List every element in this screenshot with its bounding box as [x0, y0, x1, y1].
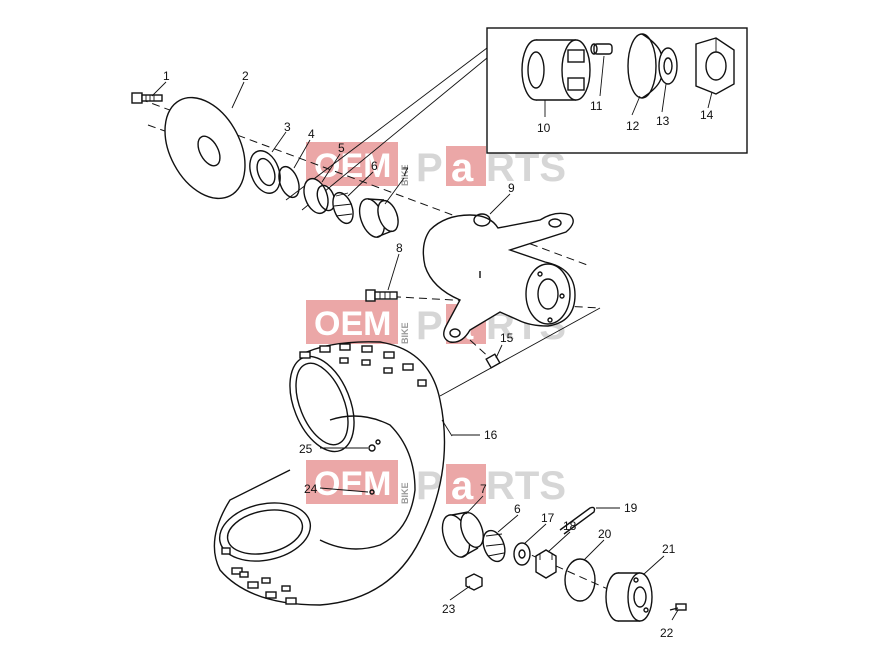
part-24-rim-hole: [369, 489, 375, 495]
watermark-a-text: a: [451, 464, 474, 508]
callout-8: 8: [396, 241, 403, 255]
watermark-a-text: a: [451, 146, 474, 190]
callout-21: 21: [662, 542, 676, 556]
callout-16: 16: [484, 428, 498, 442]
part-21-hub-cap: [605, 572, 653, 622]
callout-11: 11: [590, 99, 603, 113]
part-11-pin: [590, 43, 613, 55]
part-12-dust-cap: [627, 33, 663, 99]
callout-1: 1: [163, 69, 170, 83]
part-13-washer: [658, 47, 678, 85]
watermark-p-text: P: [416, 146, 443, 190]
part-7-race-lower: [441, 511, 484, 558]
callout-14: 14: [700, 108, 714, 122]
watermark-p-text: P: [416, 464, 443, 508]
part-7-race-upper: [358, 198, 399, 238]
callout-20: 20: [598, 527, 612, 541]
callout-labels: 1 2 3 4 5 6 7 8 9 10 11 12 13 14 15 16 2…: [163, 69, 714, 640]
part-20-o-ring: [564, 558, 596, 602]
part-2-brake-disc: [164, 96, 246, 200]
callout-12: 12: [626, 119, 640, 133]
callout-9: 9: [508, 181, 515, 195]
callout-15: 15: [500, 331, 514, 345]
callout-19: 19: [624, 501, 638, 515]
callout-2: 2: [242, 69, 249, 83]
part-17-washer: [513, 542, 531, 566]
callout-17: 17: [541, 511, 555, 525]
callout-4: 4: [308, 127, 315, 141]
callout-7-upper: 7: [402, 165, 409, 179]
part-8-bolt: [365, 289, 398, 302]
watermark-bottom: OEM BIKE P a RTS: [306, 460, 566, 508]
watermark-bike-text: BIKE: [400, 482, 410, 504]
callout-13: 13: [656, 114, 670, 128]
leader-lines: [151, 55, 713, 621]
watermark-bike-text: BIKE: [400, 322, 410, 344]
watermark-oem-text: OEM: [314, 147, 391, 185]
part-9-steering-knuckle: [422, 212, 576, 343]
watermark-oem-text: OEM: [314, 305, 391, 343]
callout-18: 18: [563, 519, 577, 533]
part-22-screw: [669, 603, 687, 611]
callout-23: 23: [442, 602, 456, 616]
part-4-snap-ring: [278, 165, 300, 199]
watermark-rts-text: RTS: [486, 464, 566, 508]
callout-22: 22: [660, 626, 674, 640]
callout-7-lower: 7: [480, 482, 487, 496]
part-6-bearing-lower: [482, 529, 506, 563]
part-18-castle-nut: [535, 549, 557, 579]
part-6-bearing-upper: [332, 191, 354, 225]
part-16-tire: [213, 341, 453, 606]
part-3-seal: [249, 150, 281, 194]
callout-10: 10: [537, 121, 551, 135]
watermark-oem-text: OEM: [314, 465, 391, 503]
watermark-top: OEM BIKE P a RTS: [306, 142, 566, 190]
tire-tread-lugs: [221, 343, 427, 605]
part-19-cotter-pin: [559, 506, 596, 535]
part-5-bearing-cone: [303, 177, 336, 215]
callout-6-lower: 6: [514, 502, 521, 516]
watermark-bike-text: BIKE: [400, 164, 410, 186]
inset-box: [285, 27, 748, 211]
part-25-valve: [368, 439, 381, 452]
callout-5: 5: [338, 141, 345, 155]
part-1-bolt: [131, 92, 163, 104]
watermark-p-text: P: [416, 304, 443, 348]
callout-25: 25: [299, 442, 313, 456]
part-10-bearing-assembly: [521, 39, 591, 101]
callout-24: 24: [304, 482, 318, 496]
callout-3: 3: [284, 120, 291, 134]
callout-6-upper: 6: [371, 159, 378, 173]
part-14-nut: [695, 37, 735, 95]
part-15-screw: [485, 353, 501, 369]
